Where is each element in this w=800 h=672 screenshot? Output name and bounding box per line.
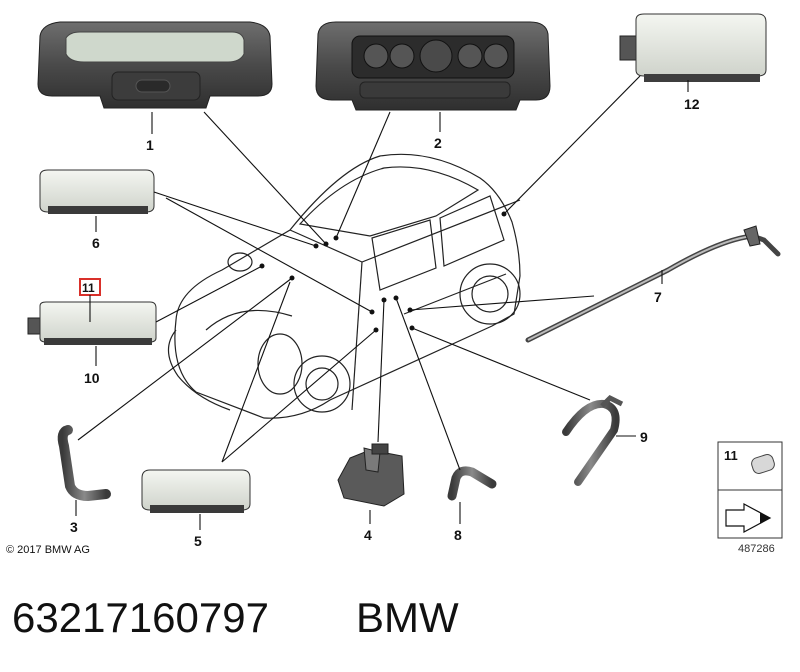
callout-5: 5 xyxy=(194,533,202,549)
callout-6: 6 xyxy=(92,235,100,251)
brand-name: BMW xyxy=(356,594,459,641)
diagram-reference-number: 487286 xyxy=(738,543,775,555)
part-8-small-guide xyxy=(447,466,497,501)
legend-box xyxy=(717,441,783,539)
callout-3: 3 xyxy=(70,519,78,535)
callout-2: 2 xyxy=(434,135,442,151)
part-7-light-strip xyxy=(525,225,781,343)
part-6-courtesy-lamp xyxy=(39,169,155,214)
arrow-icon xyxy=(725,502,772,534)
leader-lines xyxy=(75,75,689,530)
part-1-interior-roof-light xyxy=(37,21,273,109)
part-3-light-guide xyxy=(57,425,111,502)
part-number: 63217160797 xyxy=(12,594,269,641)
part-5-lamp xyxy=(141,469,251,513)
callout-1: 1 xyxy=(146,137,154,153)
callout-7: 7 xyxy=(654,289,662,305)
callout-8: 8 xyxy=(454,527,462,543)
callout-10: 10 xyxy=(84,370,100,386)
part-12-rear-interior-light xyxy=(619,13,767,82)
part-4-bracket xyxy=(337,443,405,507)
callout-11: 11 xyxy=(82,281,95,295)
callout-4: 4 xyxy=(364,527,372,543)
legend-item-number: 11 xyxy=(724,448,738,463)
callout-9: 9 xyxy=(640,429,648,445)
callout-12: 12 xyxy=(684,96,700,112)
part-10-lamp xyxy=(27,301,157,345)
car-outline xyxy=(167,153,521,419)
part-2-overhead-console xyxy=(315,21,551,111)
part-9-curved-guide xyxy=(562,399,620,486)
copyright-notice: © 2017 BMW AG xyxy=(6,544,90,556)
